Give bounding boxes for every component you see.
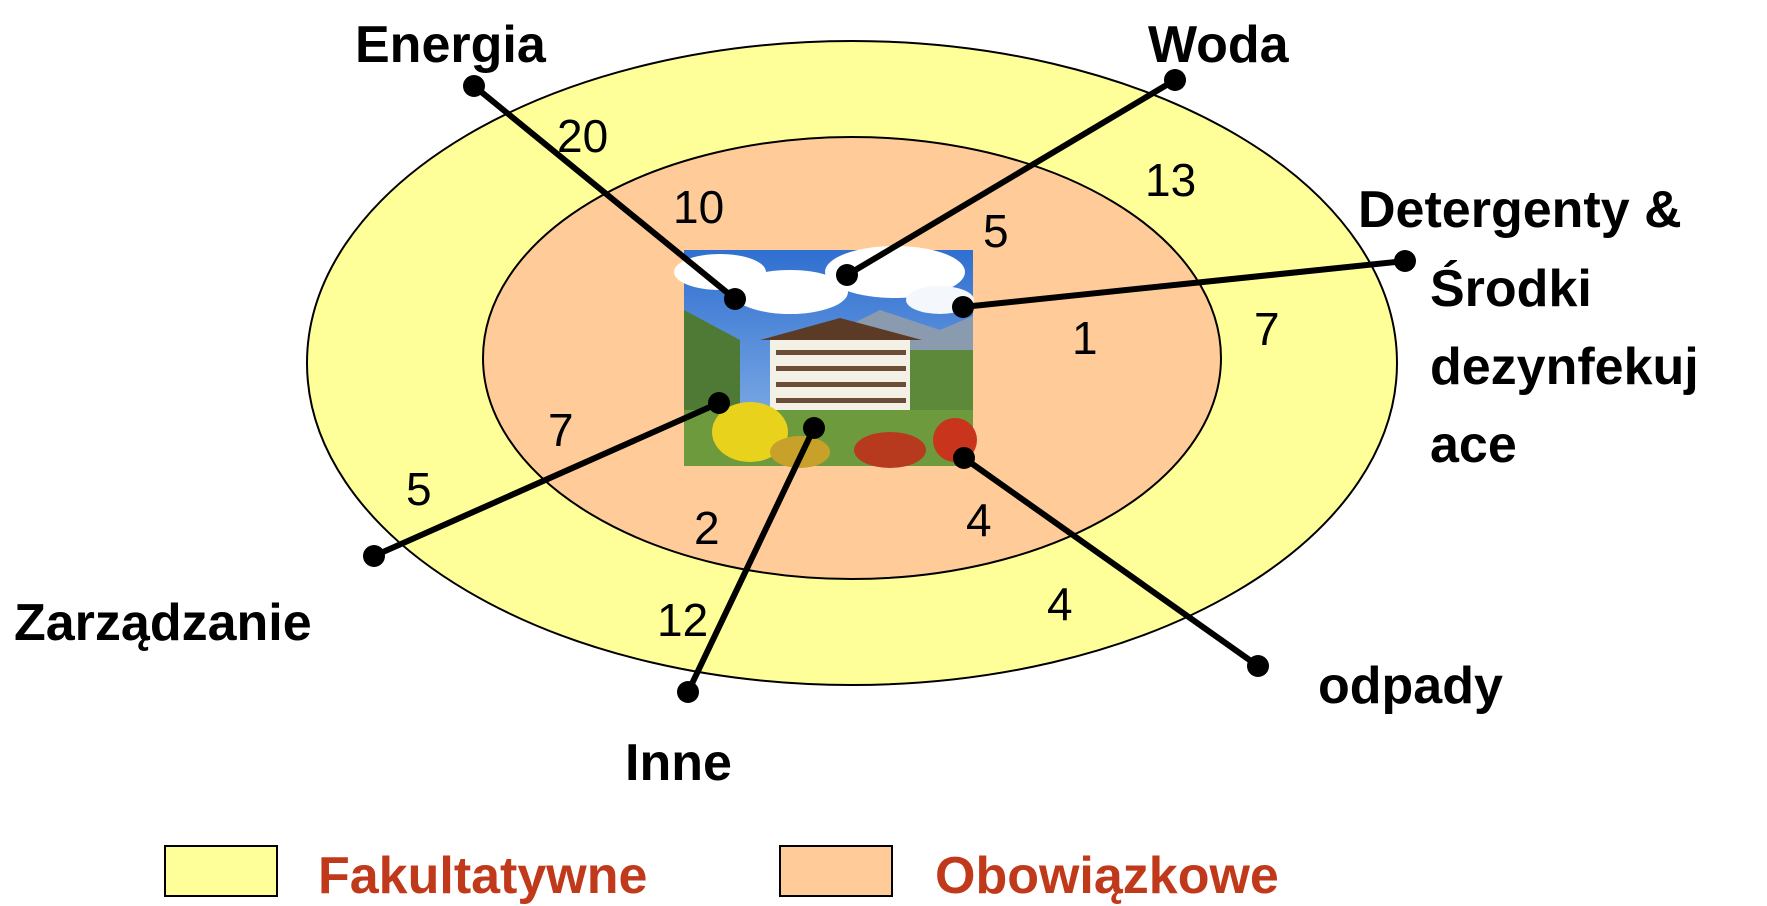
label-odpady: odpady [1318,657,1503,715]
dot-inne-inner [803,417,825,439]
legend-label-optional: Fakultatywne [318,847,647,905]
value-detergenty-optional: 7 [1254,303,1280,355]
value-odpady-optional: 4 [1047,578,1073,630]
value-energia-mandatory: 10 [673,181,724,233]
value-woda-optional: 13 [1145,154,1196,206]
connector-woda [844,77,1178,278]
hotel-photo-icon [674,246,977,468]
legend-label-mandatory: Obowiązkowe [935,847,1279,905]
connector-detergenty [960,258,1408,310]
connector-inne [685,425,817,695]
dot-energia-inner [724,288,746,310]
dot-woda-outer [1164,69,1186,91]
value-inne-mandatory: 2 [694,502,720,554]
dot-zarzadzanie-inner [708,392,730,414]
dot-odpady-outer [1247,655,1269,677]
label-detergenty-line-1: Detergenty & [1358,181,1682,239]
value-odpady-mandatory: 4 [966,494,992,546]
label-zarzadzanie: Zarządzanie [14,594,312,652]
dot-odpady-inner [953,447,975,469]
legend: Fakultatywne Obowiązkowe [164,845,1279,905]
connector-odpady [961,455,1261,669]
connector-zarzadzanie [371,400,722,559]
legend-swatch-optional [164,845,278,897]
connector-energia [471,83,738,302]
label-energia: Energia [355,16,547,74]
value-inne-optional: 12 [657,594,708,646]
label-woda: Woda [1148,16,1290,74]
value-detergenty-mandatory: 1 [1072,312,1098,364]
dot-inne-outer [677,681,699,703]
value-energia-optional: 20 [557,110,608,162]
dot-detergenty-inner [952,296,974,318]
label-inne: Inne [625,734,732,792]
dot-woda-inner [836,264,858,286]
value-zarzadzanie-mandatory: 7 [548,404,574,456]
label-detergenty-line-2: Środki [1430,260,1592,318]
label-detergenty-line-4: ace [1430,416,1517,474]
legend-swatch-mandatory [779,845,893,897]
label-detergenty-line-3: dezynfekuj [1430,338,1699,396]
dot-detergenty-outer [1394,250,1416,272]
dot-energia-outer [463,75,485,97]
value-woda-mandatory: 5 [983,205,1009,257]
value-zarzadzanie-optional: 5 [406,463,432,515]
dot-zarzadzanie-outer [363,545,385,567]
